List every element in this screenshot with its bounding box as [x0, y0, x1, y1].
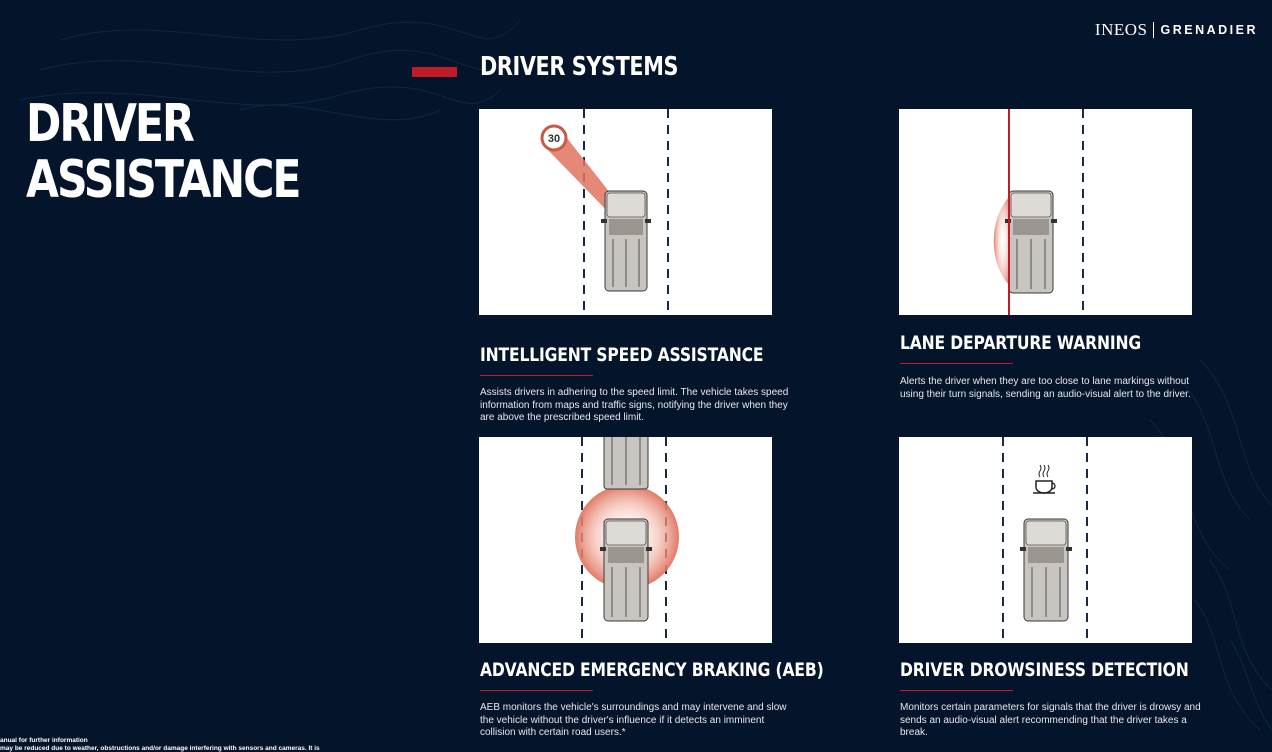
- aeb-title-underline: [480, 690, 593, 691]
- page-title-line1: DRIVER: [26, 94, 195, 154]
- ddd-title-underline: [900, 690, 1013, 691]
- vehicle-icon: [1020, 518, 1072, 622]
- vehicle-icon: [601, 190, 651, 292]
- isa-title: INTELLIGENT SPEED ASSISTANCE: [480, 344, 764, 366]
- section-title: DRIVER SYSTEMS: [480, 52, 679, 82]
- brand-ineos: INEOS: [1094, 20, 1148, 39]
- aeb-description: AEB monitors the vehicle's surroundings …: [480, 702, 787, 738]
- vehicle-icon: [600, 518, 652, 622]
- ddd-description: Monitors certain parameters for signals …: [900, 702, 1201, 738]
- isa-title-underline: [480, 375, 593, 376]
- page-title-line2: ASSISTANCE: [26, 150, 302, 210]
- leading-vehicle-icon: [603, 437, 649, 490]
- vehicle-icon: [1005, 190, 1057, 294]
- aeb-title: ADVANCED EMERGENCY BRAKING (AEB): [480, 659, 824, 681]
- section-accent-bar: [412, 67, 457, 77]
- footnote-line2: may be reduced due to weather, obstructi…: [0, 744, 320, 752]
- brand-logo: INEOS GRENADIER: [1095, 20, 1258, 40]
- footnotes: anual for further information may be red…: [0, 737, 320, 752]
- ddd-title: DRIVER DROWSINESS DETECTION: [900, 659, 1189, 681]
- ldw-description: Alerts the driver when they are too clos…: [900, 376, 1191, 400]
- ldw-title-underline: [900, 363, 1013, 364]
- footnote-line1: anual for further information: [0, 737, 88, 744]
- ldw-title: LANE DEPARTURE WARNING: [900, 332, 1141, 354]
- coffee-cup-icon: [1033, 464, 1056, 494]
- page-title: DRIVER ASSISTANCE: [26, 94, 302, 210]
- ddd-illustration: [899, 437, 1192, 643]
- speed-limit-value: 30: [548, 133, 560, 145]
- brand-divider: [1153, 22, 1155, 38]
- ldw-illustration: [899, 109, 1192, 315]
- isa-description: Assists drivers in adhering to the speed…: [480, 387, 789, 423]
- aeb-illustration: [479, 437, 772, 643]
- brand-grenadier: GRENADIER: [1160, 23, 1258, 37]
- isa-illustration: 30: [479, 109, 772, 315]
- speed-limit-sign-icon: 30: [540, 124, 568, 152]
